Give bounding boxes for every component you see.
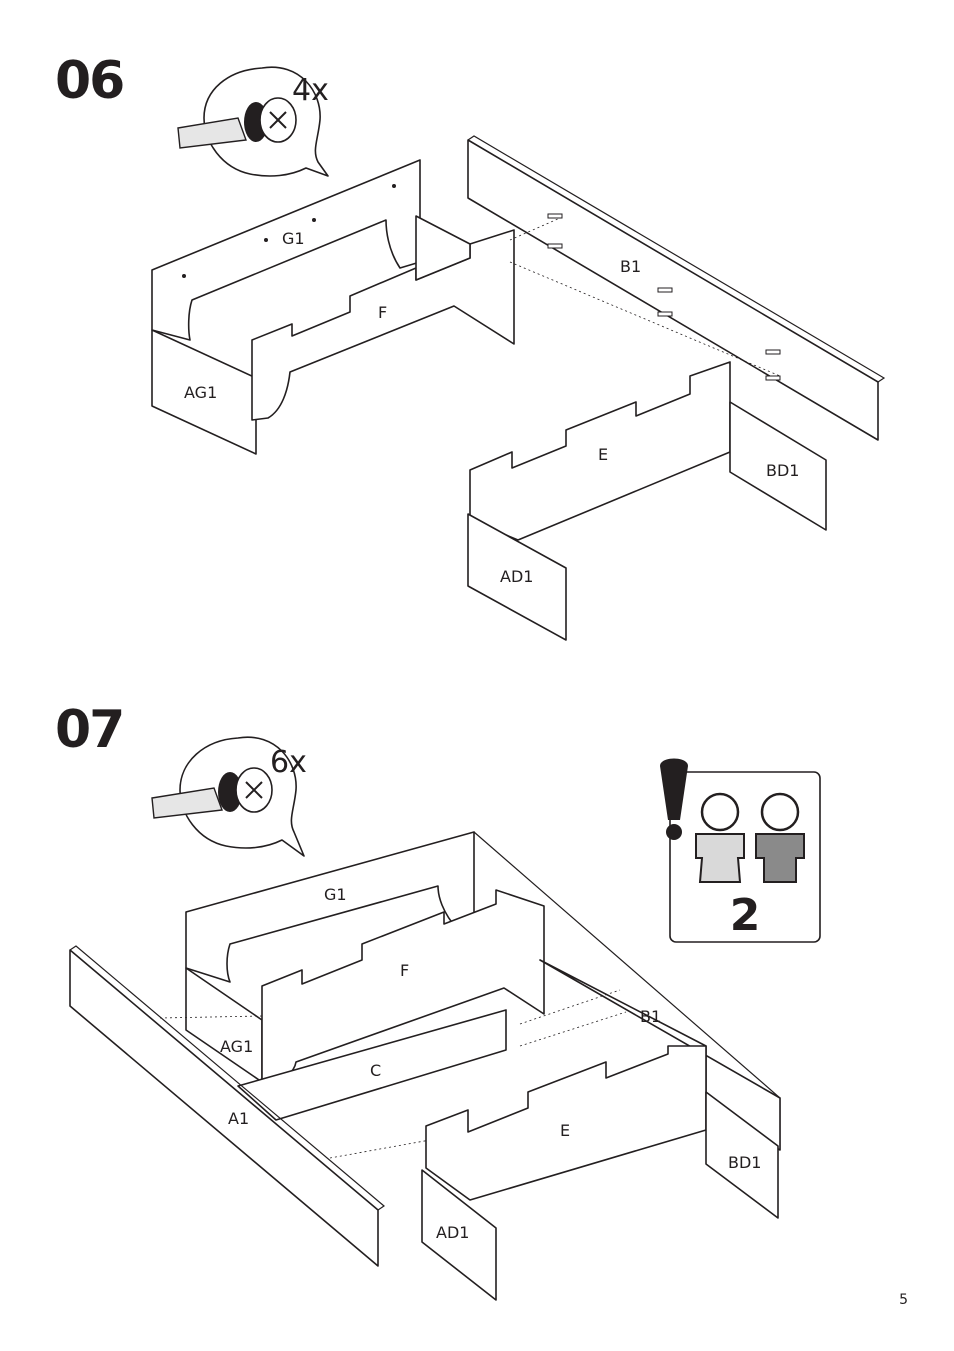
panel-f: F — [251, 215, 515, 421]
part-label: AG1 — [184, 383, 217, 402]
part-label: AD1 — [436, 1223, 469, 1242]
panel-ag1: AG1 — [151, 329, 257, 455]
panel-c: C — [237, 1009, 507, 1121]
step-number: 06 — [55, 51, 125, 111]
part-label: AD1 — [500, 567, 533, 586]
panel-ad1: AD1 — [467, 513, 567, 641]
part-label: AG1 — [220, 1037, 253, 1056]
panel-ad1: AD1 — [421, 1169, 497, 1301]
two-people-icon: 2 — [660, 758, 821, 943]
quantity-label: 6x — [270, 745, 307, 780]
warning-exclamation-icon — [660, 758, 688, 820]
panel-e: E — [469, 361, 731, 541]
part-label: B1 — [620, 257, 641, 276]
part-label: BD1 — [728, 1153, 761, 1172]
people-count: 2 — [730, 890, 761, 941]
page-number: 5 — [899, 1292, 908, 1308]
part-label: E — [598, 445, 608, 464]
panel-g1: G1 — [151, 159, 421, 341]
part-label: G1 — [324, 885, 347, 904]
panel-bd1: BD1 — [705, 1091, 779, 1219]
panel-a1: A1 — [69, 945, 431, 1267]
part-label: E — [560, 1121, 570, 1140]
step-number: 07 — [55, 700, 125, 760]
part-label: BD1 — [766, 461, 799, 480]
part-label: C — [370, 1061, 381, 1080]
part-label: F — [400, 961, 409, 980]
part-label: A1 — [228, 1109, 249, 1128]
screws — [509, 213, 781, 381]
part-label: B1 — [640, 1007, 661, 1026]
panel-e: E — [425, 1045, 707, 1201]
screwdriver-callout-icon: 4x — [177, 66, 329, 177]
part-label: F — [378, 303, 387, 322]
quantity-label: 4x — [292, 73, 329, 108]
part-label: G1 — [282, 229, 305, 248]
panel-bd1: BD1 — [729, 401, 827, 531]
screwdriver-callout-icon: 6x — [151, 736, 307, 857]
panel-b1: B1 — [467, 135, 886, 441]
